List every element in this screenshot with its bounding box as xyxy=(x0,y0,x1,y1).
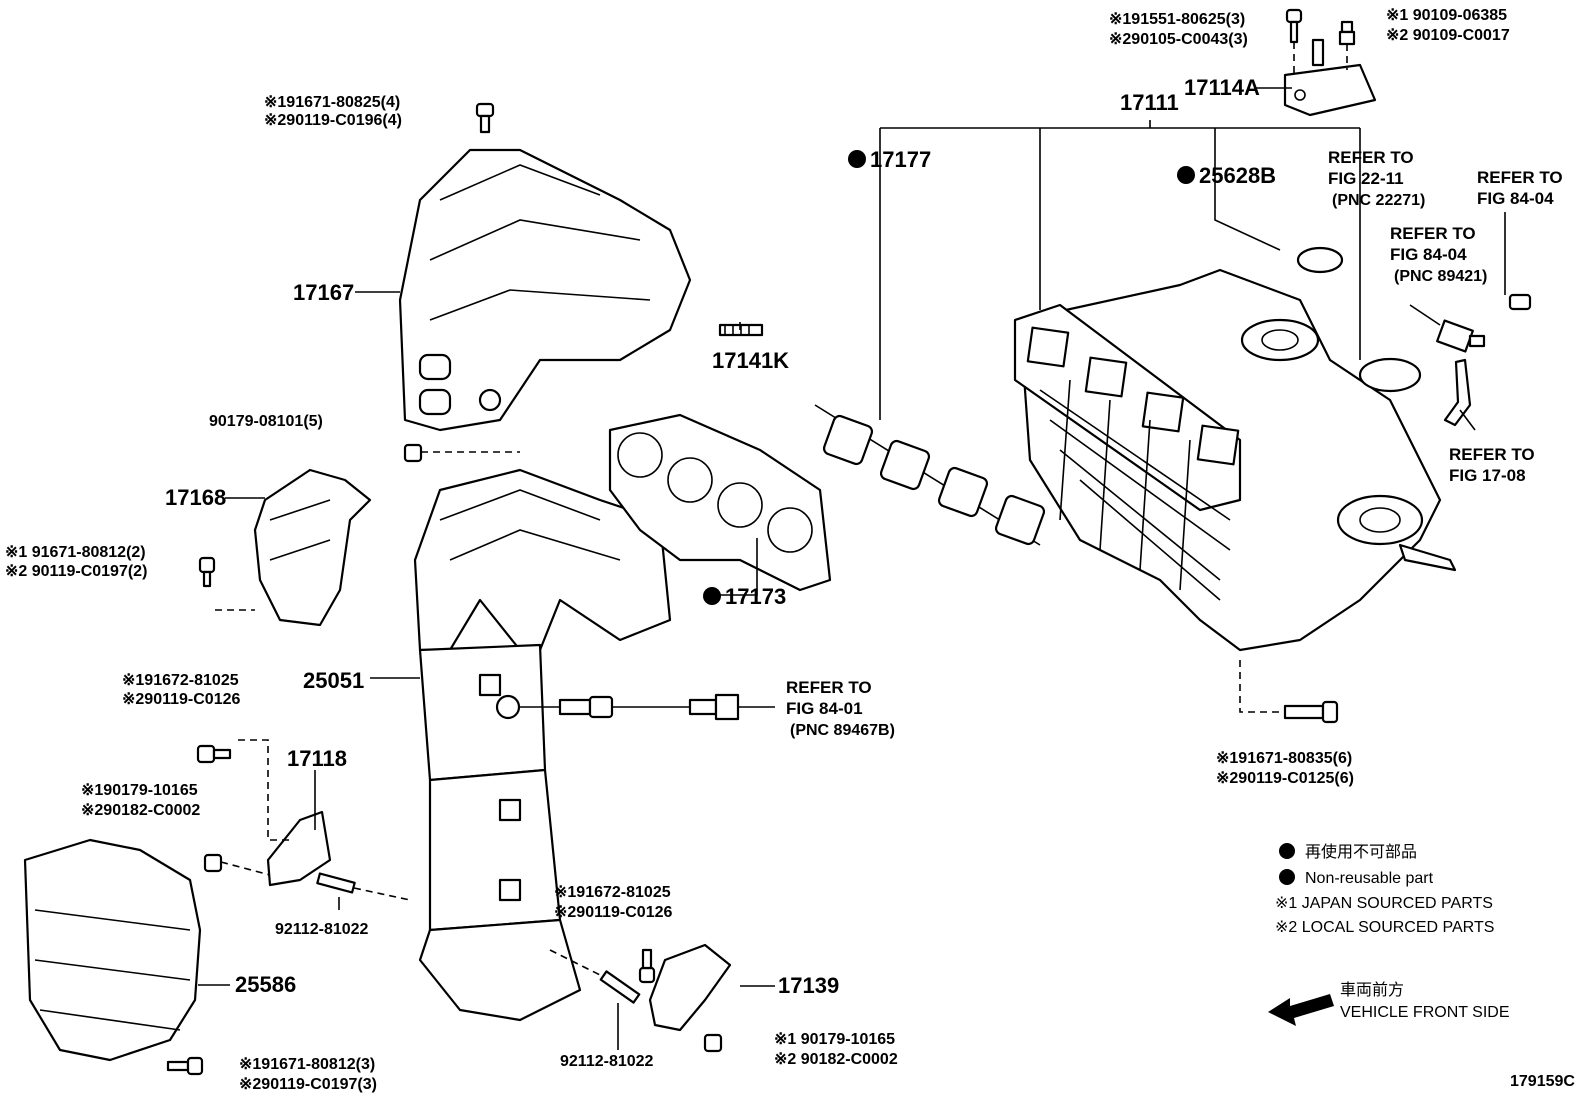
part-number-label: 17173 xyxy=(725,584,786,609)
legend: 再使用不可部品 Non-reusable part ※1 JAPAN SOURC… xyxy=(1275,843,1494,936)
reference-label: REFER TO xyxy=(786,678,872,697)
part-number-label: 17114A xyxy=(1184,75,1260,100)
vehicle-front-indicator: 車両前方 VEHICLE FRONT SIDE xyxy=(1268,981,1510,1026)
fastener-label: ※190179-10165 xyxy=(81,782,198,799)
part-number-label: 17168 xyxy=(165,485,226,510)
reference-label: FIG 84-04 xyxy=(1477,189,1554,208)
part-number-label: 17141K xyxy=(712,348,789,373)
heat-insulator-17167 xyxy=(398,148,692,432)
fastener-label: ※290119-C0196(4) xyxy=(264,112,402,129)
nut-icon xyxy=(549,949,723,1053)
non-reusable-icon xyxy=(848,150,866,168)
manifold-bolt-icon xyxy=(1239,660,1339,724)
fastener-label: ※191672-81025 xyxy=(122,672,239,689)
part-number-label: 92112-81022 xyxy=(275,921,369,938)
part-number-label: 25051 xyxy=(303,668,364,693)
stud-icon xyxy=(1338,20,1356,70)
part-number-label: 17139 xyxy=(778,973,839,998)
non-reusable-icon xyxy=(1279,843,1295,859)
part-number-label: 17111 xyxy=(1120,90,1179,115)
reference-label: REFER TO xyxy=(1328,148,1414,167)
fastener-label: ※290119-C0197(3) xyxy=(239,1076,377,1093)
fastener-label: ※191671-80835(6) xyxy=(1216,750,1352,767)
legend-local-sourced: ※2 LOCAL SOURCED PARTS xyxy=(1275,919,1494,936)
reference-label: REFER TO xyxy=(1477,168,1563,187)
part-number-label: 17118 xyxy=(287,746,347,771)
labels: ※191551-80625(3) ※290105-C0043(3) ※1 901… xyxy=(5,7,1563,1093)
front-label-jp: 車両前方 xyxy=(1340,981,1404,999)
reference-label: (PNC 89467B) xyxy=(790,722,895,739)
nut-icon xyxy=(403,443,520,463)
stud-17141k-icon xyxy=(718,323,764,337)
reference-label: FIG 84-04 xyxy=(1390,245,1467,264)
leader-lines xyxy=(198,87,1506,1050)
fastener-label: ※1 90109-06385 xyxy=(1386,7,1507,24)
fastener-label: ※1 91671-80812(2) xyxy=(5,544,146,561)
arrow-left-icon xyxy=(1268,994,1334,1026)
front-label-en: VEHICLE FRONT SIDE xyxy=(1340,1004,1510,1021)
fastener-label: ※290105-C0043(3) xyxy=(1109,31,1248,48)
manifold-gaskets-17177 xyxy=(814,404,1046,546)
reference-label: FIG 84-01 xyxy=(786,699,863,718)
part-number-label: 25628B xyxy=(1199,163,1276,188)
heat-insulator-17168 xyxy=(253,468,372,627)
legend-non-reusable-jp: 再使用不可部品 xyxy=(1305,843,1417,861)
bolt-icon xyxy=(198,556,255,611)
bolt-icon xyxy=(166,1056,204,1076)
legend-japan-sourced: ※1 JAPAN SOURCED PARTS xyxy=(1275,895,1493,912)
part-number-label: 92112-81022 xyxy=(560,1053,654,1070)
heat-insulator-25586 xyxy=(23,838,202,1062)
bolt-icon xyxy=(196,739,290,841)
bolt-icon xyxy=(1285,8,1303,75)
fastener-label: ※191551-80625(3) xyxy=(1109,11,1245,28)
stay-17139 xyxy=(648,943,732,1032)
fastener-label: ※191671-80825(4) xyxy=(264,94,400,111)
reference-label: REFER TO xyxy=(1449,445,1535,464)
exhaust-manifold-25051 xyxy=(413,468,672,1022)
bracket-17118 xyxy=(266,810,332,887)
non-reusable-icon xyxy=(1177,166,1195,184)
figure-id: 179159C xyxy=(1510,1073,1575,1090)
reference-label: FIG 17-08 xyxy=(1449,466,1526,485)
reference-label: (PNC 89421) xyxy=(1394,268,1487,285)
sensor-89421-icon xyxy=(1436,293,1532,353)
fastener-label: ※290182-C0002 xyxy=(81,802,200,819)
bolt-icon xyxy=(638,948,656,984)
fastener-label: ※290119-C0126 xyxy=(554,904,672,921)
cover-plate-17114a xyxy=(1283,38,1377,117)
fastener-label: ※191672-81025 xyxy=(554,884,671,901)
legend-non-reusable-en: Non-reusable part xyxy=(1305,870,1434,887)
non-reusable-icon xyxy=(1279,869,1295,885)
fastener-label: ※1 90179-10165 xyxy=(774,1031,895,1048)
reference-label: (PNC 22271) xyxy=(1332,192,1425,209)
stud-92112-icon xyxy=(316,872,411,901)
part-number-label: 17177 xyxy=(870,147,931,172)
reference-label: FIG 22-11 xyxy=(1328,169,1404,188)
hose-icon xyxy=(1443,358,1472,427)
fastener-label: ※290119-C0126 xyxy=(122,691,240,708)
exhaust-gasket-17173 xyxy=(608,413,832,592)
part-number-label: 90179-08101(5) xyxy=(209,413,323,430)
part-number-label: 17167 xyxy=(293,280,354,305)
o-ring-22271 xyxy=(1358,357,1422,393)
nut-icon xyxy=(203,853,271,876)
intake-manifold xyxy=(1013,268,1457,652)
fastener-label: ※2 90182-C0002 xyxy=(774,1051,898,1068)
reference-label: REFER TO xyxy=(1390,224,1476,243)
fastener-label: ※290119-C0125(6) xyxy=(1216,770,1354,787)
part-number-label: 25586 xyxy=(235,972,296,997)
fastener-label: ※2 90109-C0017 xyxy=(1386,27,1510,44)
non-reusable-icon xyxy=(703,587,721,605)
stud-92112-icon xyxy=(599,970,641,1004)
o-ring-25628b xyxy=(1296,246,1344,274)
fastener-label: ※2 90119-C0197(2) xyxy=(5,563,147,580)
bolt-icon xyxy=(475,102,495,134)
oxygen-sensor-icon xyxy=(520,693,775,721)
fastener-label: ※191671-80812(3) xyxy=(239,1056,375,1073)
